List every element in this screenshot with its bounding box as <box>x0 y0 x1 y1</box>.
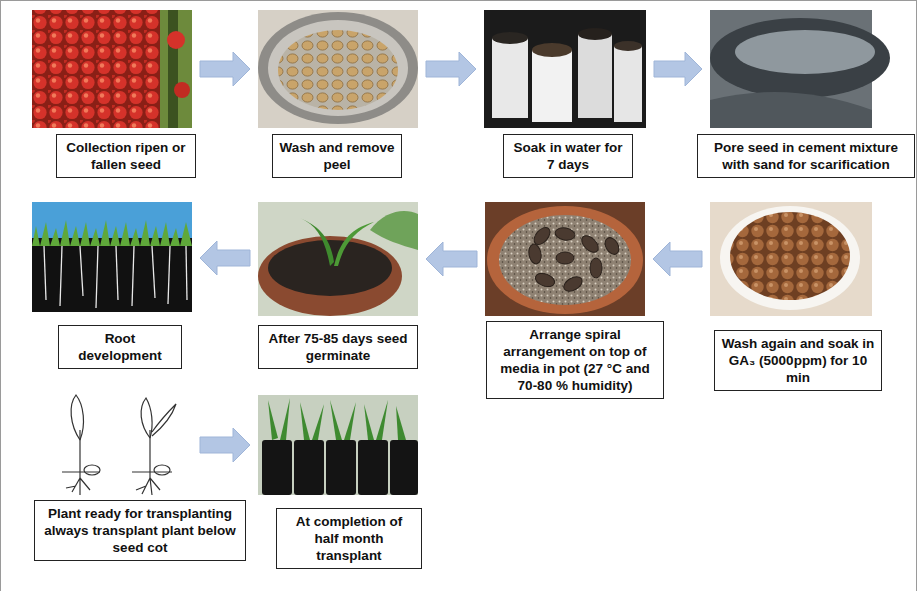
caption-box: Soak in water for 7 days <box>503 134 633 178</box>
block-arrow <box>200 241 250 275</box>
step-label: Plant ready for transplanting always tra… <box>40 505 240 556</box>
process-step: Soak in water for 7 days <box>484 10 646 128</box>
process-step: Collection ripen or fallen seed <box>32 10 192 128</box>
step-label: Wash again and soak in GA₃ (5000ppm) for… <box>720 335 876 386</box>
caption-box: Wash and remove peel <box>272 134 402 178</box>
process-step: Wash and remove peel <box>258 10 418 128</box>
step-label: Soak in water for 7 days <box>509 139 627 173</box>
step-label: At completion of half month transplant <box>282 513 416 564</box>
process-step: Plant ready for transplanting always tra… <box>32 395 192 495</box>
step-label: Wash and remove peel <box>278 139 396 173</box>
block-arrow <box>653 242 702 276</box>
process-step: Root development <box>32 202 192 312</box>
caption-box: Wash again and soak in GA₃ (5000ppm) for… <box>714 330 882 391</box>
block-arrow <box>654 52 702 86</box>
caption-box: After 75-85 days seed germinate <box>258 325 418 369</box>
caption-box: Pore seed in cement mixture with sand fo… <box>697 134 915 178</box>
step-label: After 75-85 days seed germinate <box>264 330 412 364</box>
process-step: At completion of half month transplant <box>258 395 418 495</box>
block-arrow <box>200 52 250 86</box>
block-arrow <box>426 242 477 276</box>
block-arrow <box>200 428 250 462</box>
step-label: Collection ripen or fallen seed <box>62 139 190 173</box>
process-step: Arrange spiral arrangement on top of med… <box>485 202 645 316</box>
caption-box: Collection ripen or fallen seed <box>56 134 196 178</box>
process-step: Pore seed in cement mixture with sand fo… <box>710 10 872 128</box>
block-arrow <box>426 52 476 86</box>
step-label: Arrange spiral arrangement on top of med… <box>492 326 658 394</box>
process-step: Wash again and soak in GA₃ (5000ppm) for… <box>710 202 872 316</box>
caption-box: At completion of half month transplant <box>276 508 422 569</box>
step-label: Root development <box>64 330 176 364</box>
caption-box: Root development <box>58 325 182 369</box>
caption-box: Plant ready for transplanting always tra… <box>34 500 246 561</box>
process-step: After 75-85 days seed germinate <box>258 202 418 316</box>
caption-box: Arrange spiral arrangement on top of med… <box>486 321 664 399</box>
step-label: Pore seed in cement mixture with sand fo… <box>703 139 909 173</box>
